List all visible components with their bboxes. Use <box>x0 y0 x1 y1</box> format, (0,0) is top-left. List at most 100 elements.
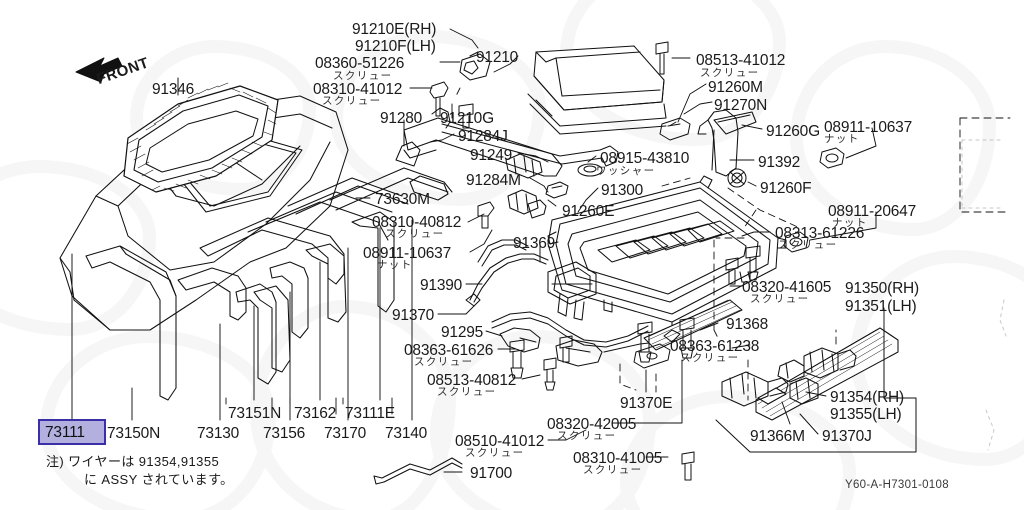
part-callout-c-08320-41605[interactable]: 08320-41605 <box>742 279 832 296</box>
part-callout-c-08310-40812[interactable]: 08310-40812 <box>372 214 462 231</box>
part-91354-wire-assembly <box>777 347 857 383</box>
part-callout-c-91390[interactable]: 91390 <box>420 277 463 294</box>
kana-annotation-k4: ナット <box>824 133 860 145</box>
part-callout-c-08313-61226[interactable]: 08313-61226 <box>775 225 865 242</box>
kana-annotation-k11: スクリュー <box>414 356 474 368</box>
part-callout-c-91260M[interactable]: 91260M <box>708 79 763 96</box>
part-callout-c-08360-51226[interactable]: 08360-51226 <box>315 55 405 72</box>
part-callout-bottom-b-73150N[interactable]: 73150N <box>107 425 161 442</box>
drawing-code: Y60-A-H7301-0108 <box>845 479 949 491</box>
part-callout-c-08513-41012[interactable]: 08513-41012 <box>696 52 786 69</box>
part-callout-c-91370E[interactable]: 91370E <box>620 395 673 412</box>
kana-annotation-k3: スクリュー <box>700 67 760 79</box>
part-callout-bottom-b-73162[interactable]: 73162 <box>294 405 337 422</box>
nut-08911-20647 <box>783 231 809 253</box>
part-callout-c-91260G[interactable]: 91260G <box>766 123 820 140</box>
screw-08360-51226 <box>429 81 449 117</box>
part-callout-c-91284M[interactable]: 91284M <box>466 172 521 189</box>
kana-annotation-k1: スクリュー <box>333 70 393 82</box>
part-callout-c-91270N[interactable]: 91270N <box>714 97 768 114</box>
part-callout-bottom-b-73151N[interactable]: 73151N <box>228 405 282 422</box>
front-arrow-icon <box>75 57 123 83</box>
part-callout-c-91369[interactable]: 91369 <box>513 235 556 252</box>
screw-08320-42005 <box>679 317 695 359</box>
part-callout-c-91260F[interactable]: 91260F <box>760 180 812 197</box>
part-91369-motor-assembly <box>547 261 597 321</box>
screw-08310-40812 <box>477 201 495 229</box>
part-callout-bottom-b-73170[interactable]: 73170 <box>324 425 367 442</box>
part-91270N-drain-hose <box>697 109 739 177</box>
group-boundaries <box>455 87 1011 401</box>
part-callout-c-91368[interactable]: 91368 <box>726 316 769 333</box>
kana-annotation-k12: スクリュー <box>437 386 497 398</box>
part-callout-c-91284J[interactable]: 91284J <box>458 128 508 145</box>
part-callout-c-08915-43810[interactable]: 08915-43810 <box>600 150 690 167</box>
part-callout-c-08911-10637r[interactable]: 08911-10637 <box>824 119 913 136</box>
part-callout-bottom-b-73111E[interactable]: 73111E <box>345 405 395 422</box>
clip-91370E <box>633 343 671 369</box>
fastener-icons <box>429 41 845 481</box>
kana-annotation-k2: スクリュー <box>322 95 382 107</box>
part-callout-c-08310-41005[interactable]: 08310-41005 <box>573 450 663 467</box>
selected-part-highlight[interactable]: 73111 <box>38 419 106 445</box>
part-callout-bottom-b-73156[interactable]: 73156 <box>263 425 306 442</box>
kana-annotation-k13: スクリュー <box>680 352 740 364</box>
nut-08915-43810 <box>577 163 603 177</box>
part-callout-c-91355LH[interactable]: 91355(LH) <box>830 406 902 423</box>
kana-annotation-k14: スクリュー <box>557 430 617 442</box>
part-callout-c-91700[interactable]: 91700 <box>470 465 513 482</box>
part-callout-c-91300[interactable]: 91300 <box>601 182 644 199</box>
part-callout-c-91392[interactable]: 91392 <box>758 154 801 171</box>
leader-lines <box>71 28 885 473</box>
part-callout-c-91210[interactable]: 91210 <box>476 49 519 66</box>
part-callout-c-91295[interactable]: 91295 <box>441 324 484 341</box>
kana-annotation-k6: ナット <box>832 217 868 229</box>
part-callout-c-08513-40812[interactable]: 08513-40812 <box>427 372 517 389</box>
part-callout-bottom-b-73130[interactable]: 73130 <box>197 425 240 442</box>
roof-side-rail-right <box>329 167 453 313</box>
part-callout-c-91366M[interactable]: 91366M <box>750 428 805 445</box>
part-callout-c-91354RH[interactable]: 91354(RH) <box>830 389 905 406</box>
small-brackets-center <box>505 153 547 219</box>
part-callout-c-91370J[interactable]: 91370J <box>822 428 872 445</box>
kana-annotation-k9: スクリュー <box>385 228 445 240</box>
part-callout-bottom-b-73140[interactable]: 73140 <box>385 425 428 442</box>
roof-reinforcement-rails <box>85 177 409 401</box>
screw-08320-41605 <box>745 245 761 281</box>
part-91300-sunroof-frame <box>547 175 787 333</box>
part-91700-wire <box>373 457 463 485</box>
part-callout-c-08911-10637l[interactable]: 08911-10637 <box>363 245 452 262</box>
cables-and-wires <box>465 239 677 367</box>
part-callout-c-91351LH[interactable]: 91351(LH) <box>845 298 917 315</box>
part-callout-c-91346[interactable]: 91346 <box>152 81 195 98</box>
part-callout-c-08510-41012[interactable]: 08510-41012 <box>455 433 545 450</box>
nut-08911-10637 <box>819 147 845 169</box>
part-91210-sunroof-lid <box>527 45 667 135</box>
bottom-tick-marks <box>225 397 393 415</box>
part-callout-c-91249[interactable]: 91249 <box>470 147 513 164</box>
part-callout-c-08911-20647[interactable]: 08911-20647 <box>828 203 917 220</box>
part-callout-c-08310-41012[interactable]: 08310-41012 <box>313 81 403 98</box>
assembly-note-line-1: 注) ワイヤーは 91354,91355 <box>46 454 220 469</box>
part-91284J-rod <box>431 107 619 167</box>
part-callout-c-08320-42005[interactable]: 08320-42005 <box>547 416 637 433</box>
part-callout-c-08363-61626[interactable]: 08363-61626 <box>404 342 494 359</box>
part-91210EF-bracket <box>459 51 491 81</box>
part-callout-c-91210FLH[interactable]: 91210F(LH) <box>355 38 436 55</box>
nut-91260E <box>545 181 569 199</box>
part-callout-c-91210ERH[interactable]: 91210E(RH) <box>352 21 437 38</box>
part-callout-c-91370[interactable]: 91370 <box>392 307 435 324</box>
screw-08363-61238 <box>637 321 653 363</box>
part-91370J-shoe <box>789 377 819 405</box>
part-91260F-grommet <box>727 168 747 188</box>
screw-08313-61226 <box>725 257 739 285</box>
part-callout-c-91350RH[interactable]: 91350(RH) <box>845 280 920 297</box>
part-callout-c-91280[interactable]: 91280 <box>380 110 423 127</box>
part-callout-c-73630M[interactable]: 73630M <box>375 191 430 208</box>
part-callout-c-91260E[interactable]: 91260E <box>562 203 615 220</box>
screw-08310-41005 <box>681 451 695 481</box>
part-callout-c-08363-61238[interactable]: 08363-61238 <box>670 338 760 355</box>
part-callout-c-91210G[interactable]: 91210G <box>440 110 494 127</box>
part-91366M-bracket <box>721 371 789 407</box>
